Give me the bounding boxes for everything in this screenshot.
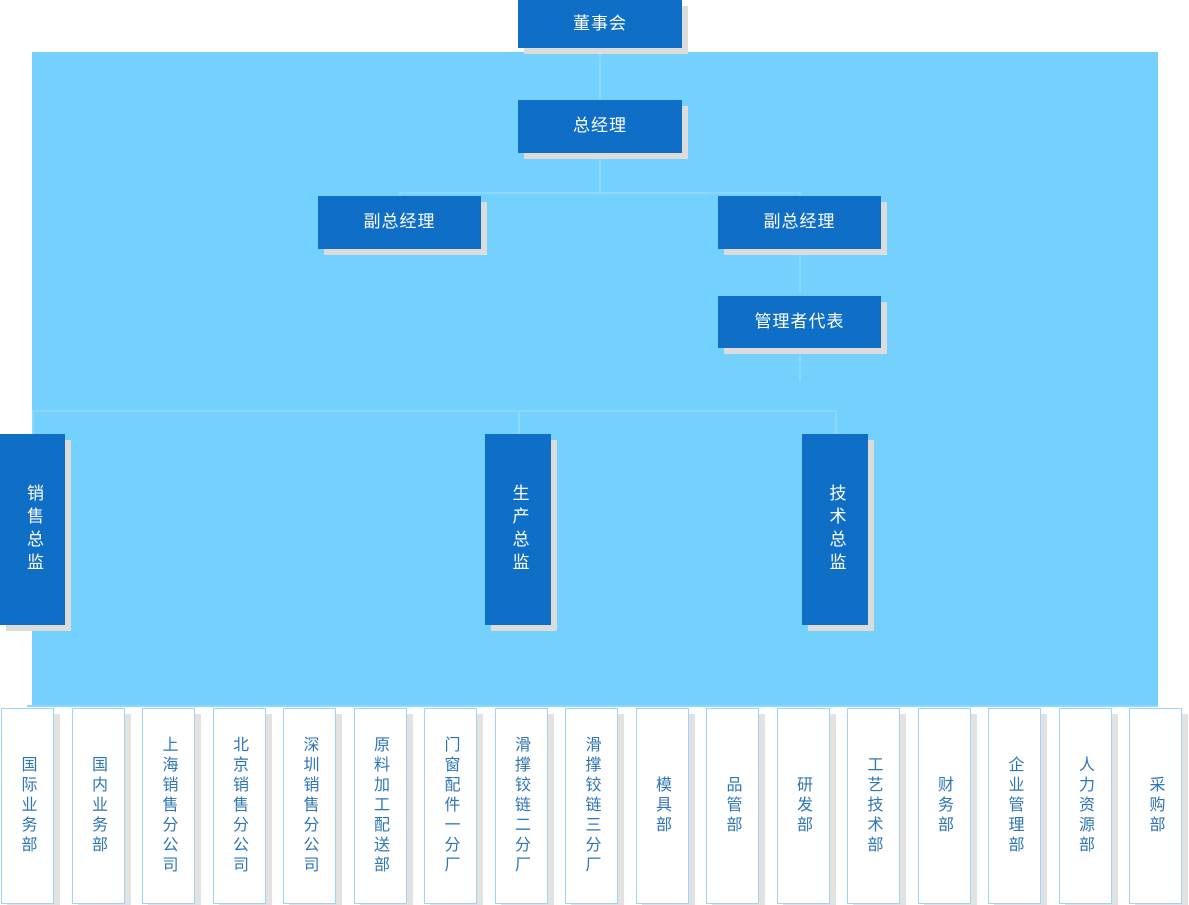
- department-label: 原料加工配送部: [371, 736, 390, 876]
- node-management-representative[interactable]: 管理者代表: [718, 296, 881, 348]
- department-box[interactable]: 品管部: [706, 708, 759, 904]
- department-label: 北京销售分公司: [230, 736, 249, 876]
- department-box[interactable]: 人力资源部: [1058, 708, 1112, 904]
- chart-background-panel: [32, 52, 1158, 707]
- department-label: 滑撑铰链三分厂: [582, 736, 602, 876]
- department-label: 研发部: [794, 776, 813, 836]
- connector-deputy-right-to-mgmt-rep: [799, 253, 801, 293]
- connector-board-to-gm: [599, 52, 601, 102]
- department-label: 上海销售分公司: [159, 736, 179, 876]
- department-box[interactable]: 采购部: [1129, 708, 1182, 904]
- node-deputy-general-manager-right[interactable]: 副总经理: [718, 196, 881, 249]
- node-label: 总经理: [573, 116, 627, 137]
- department-box[interactable]: 门窗配件一分厂: [424, 708, 477, 904]
- department-box[interactable]: 北京销售分公司: [212, 708, 266, 904]
- department-label: 企业管理部: [1005, 756, 1025, 856]
- department-label: 国际业务部: [18, 756, 38, 856]
- department-label: 国内业务部: [89, 756, 108, 856]
- connector-to-sales-director: [32, 410, 34, 434]
- department-label: 采购部: [1146, 776, 1166, 836]
- department-label: 门窗配件一分厂: [441, 736, 461, 876]
- department-box[interactable]: 企业管理部: [988, 708, 1041, 904]
- department-box[interactable]: 模具部: [635, 708, 689, 904]
- node-sales-director[interactable]: 销售总监: [0, 434, 65, 625]
- department-box[interactable]: 工艺技术部: [847, 708, 900, 904]
- node-label: 销售总监: [22, 483, 43, 576]
- connector-deputies-horizontal: [399, 192, 801, 194]
- node-label: 副总经理: [763, 212, 836, 233]
- connector-directors-horizontal: [32, 410, 836, 412]
- node-label: 董事会: [573, 13, 627, 34]
- department-label: 模具部: [653, 776, 672, 836]
- connector-mgmt-rep-down: [799, 352, 801, 382]
- department-box[interactable]: 原料加工配送部: [353, 708, 407, 904]
- connector-to-production-director: [518, 410, 520, 434]
- department-box[interactable]: 滑撑铰链三分厂: [565, 708, 618, 904]
- department-box[interactable]: 国内业务部: [71, 708, 125, 904]
- node-deputy-general-manager-left[interactable]: 副总经理: [318, 196, 481, 249]
- department-box[interactable]: 滑撑铰链二分厂: [494, 708, 548, 904]
- connector-to-deputy-left: [399, 192, 401, 198]
- connector-to-deputy-right: [799, 192, 801, 198]
- department-box[interactable]: 深圳销售分公司: [283, 708, 336, 904]
- node-label: 技术总监: [825, 483, 846, 576]
- node-production-director[interactable]: 生产总监: [485, 434, 551, 625]
- department-label: 滑撑铰链二分厂: [512, 736, 531, 876]
- node-board-of-directors[interactable]: 董事会: [518, 0, 682, 48]
- node-label: 副总经理: [363, 212, 436, 233]
- node-general-manager[interactable]: 总经理: [518, 100, 682, 153]
- node-technical-director[interactable]: 技术总监: [802, 434, 868, 625]
- department-label: 人力资源部: [1076, 756, 1095, 856]
- department-box[interactable]: 国际业务部: [1, 708, 54, 904]
- department-label: 品管部: [723, 776, 743, 836]
- connector-departments-horizontal: [27, 705, 1158, 707]
- department-label: 工艺技术部: [864, 756, 884, 856]
- connector-to-technical-director: [835, 410, 837, 434]
- department-label: 深圳销售分公司: [300, 736, 320, 876]
- connector-gm-to-deputies: [599, 153, 601, 193]
- node-label: 生产总监: [508, 483, 529, 576]
- node-label: 管理者代表: [754, 311, 845, 332]
- department-box[interactable]: 上海销售分公司: [142, 708, 195, 904]
- department-box[interactable]: 研发部: [776, 708, 830, 904]
- department-label: 财务部: [935, 776, 954, 836]
- department-box[interactable]: 财务部: [917, 708, 971, 904]
